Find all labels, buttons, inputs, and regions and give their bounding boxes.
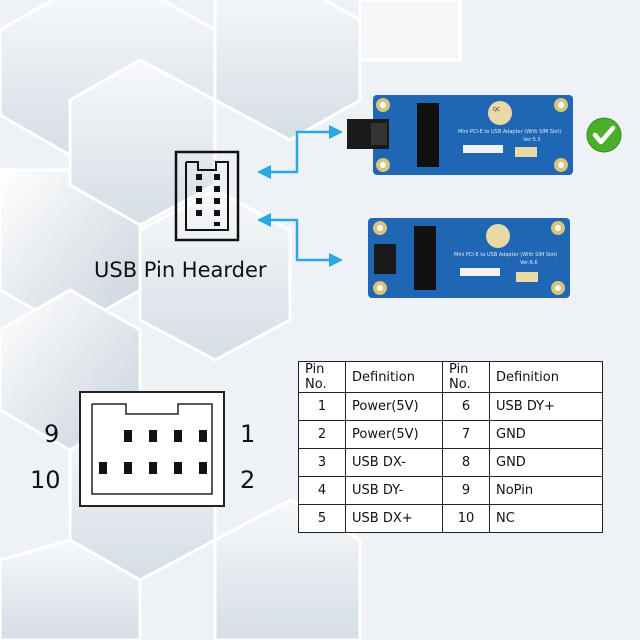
table-cell: USB DY- (345, 476, 443, 505)
table-cell: 4 (298, 476, 346, 505)
table-cell: 3 (298, 448, 346, 477)
check-mark-icon (586, 117, 622, 153)
header-definition: Definition (345, 361, 443, 393)
table-cell: Power(5V) (345, 420, 443, 449)
board-name-text: Mini PCI-E to USB Adapter (With SIM Slot… (458, 129, 561, 135)
table-cell: 8 (442, 448, 490, 477)
table-cell: 9 (442, 476, 490, 505)
table-cell: NoPin (489, 476, 603, 505)
header-definition: Definition (489, 361, 603, 393)
usb-adapter-board-bottom: Mini PCI-E to USB Adapter (With SIM Slot… (368, 218, 570, 298)
pin-label-2: 2 (240, 466, 256, 494)
pin-label-10: 10 (30, 466, 61, 494)
table-row: 4 USB DY- 9 NoPin (298, 476, 603, 505)
table-row: 5 USB DX+ 10 NC (298, 504, 603, 533)
pin-definition-table: Pin No. Definition Pin No. Definition 1 … (298, 361, 603, 533)
table-cell: NC (489, 504, 603, 533)
pin-label-1: 1 (240, 420, 256, 448)
table-cell: 10 (442, 504, 490, 533)
svg-text:QC: QC (493, 107, 501, 113)
table-row: 1 Power(5V) 6 USB DY+ (298, 392, 603, 421)
svg-text:Mini PCI-E to USB Adapter (Wit: Mini PCI-E to USB Adapter (With SIM Slot… (454, 252, 557, 258)
header-pin-no: Pin No. (298, 361, 346, 393)
table-cell: USB DX+ (345, 504, 443, 533)
double-arrow-icon (257, 125, 343, 267)
table-cell: USB DY+ (489, 392, 603, 421)
pin-label-9: 9 (44, 420, 60, 448)
table-cell: USB DX- (345, 448, 443, 477)
table-row: 3 USB DX- 8 GND (298, 448, 603, 477)
table-cell: GND (489, 448, 603, 477)
header-label: USB Pin Hearder (94, 258, 267, 282)
table-cell: 1 (298, 392, 346, 421)
connector-pinout-diagram (79, 391, 225, 507)
table-header-row: Pin No. Definition Pin No. Definition (298, 361, 603, 393)
svg-text:Ver:5.5: Ver:5.5 (523, 137, 541, 143)
table-row: 2 Power(5V) 7 GND (298, 420, 603, 449)
header-pin-no: Pin No. (442, 361, 490, 393)
usb-pin-header-icon (174, 150, 240, 242)
usb-adapter-board-top: QC Mini PCI-E to USB Adapter (With SIM S… (347, 95, 573, 175)
table-cell: 6 (442, 392, 490, 421)
svg-text:Ver:6.6: Ver:6.6 (520, 260, 538, 266)
table-cell: GND (489, 420, 603, 449)
table-cell: 7 (442, 420, 490, 449)
table-cell: 5 (298, 504, 346, 533)
table-cell: 2 (298, 420, 346, 449)
table-cell: Power(5V) (345, 392, 443, 421)
